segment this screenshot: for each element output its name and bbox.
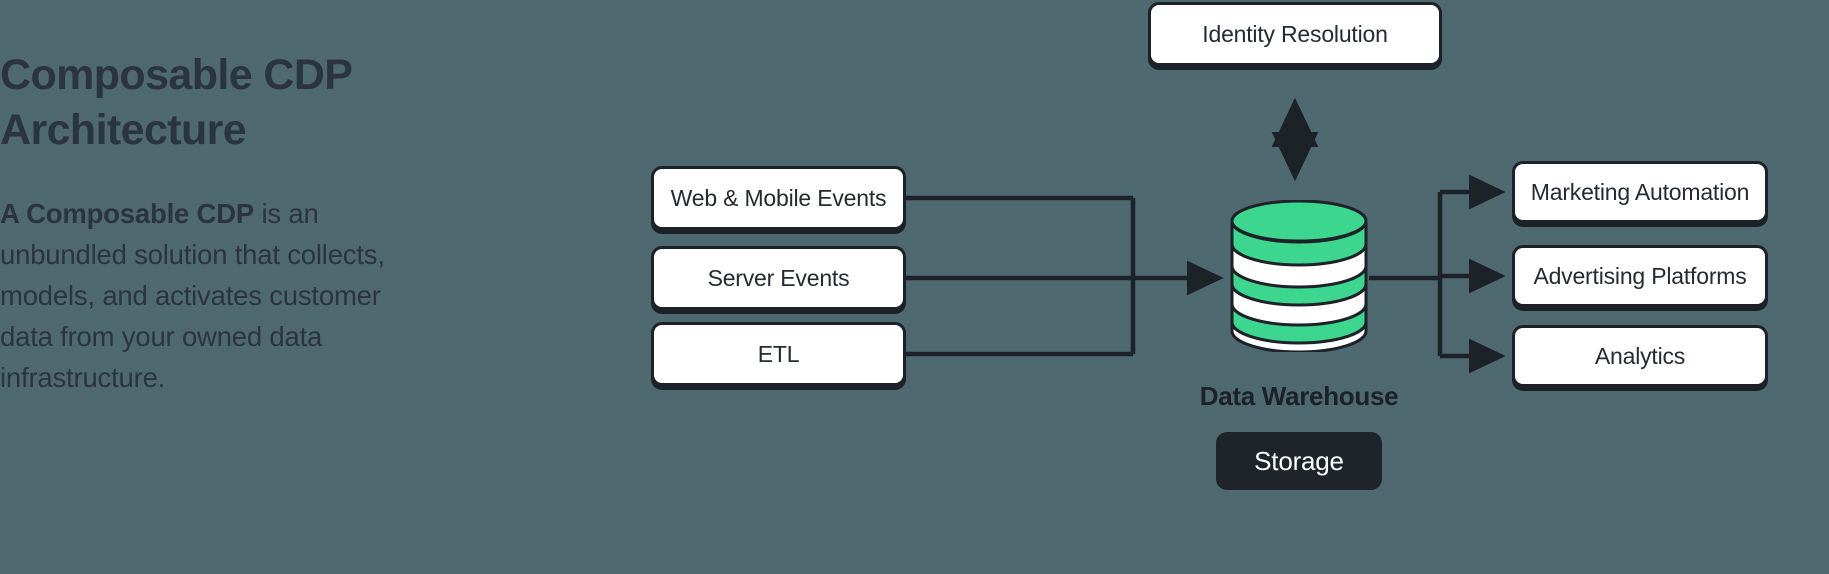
intro-paragraph-rest: is an unbundled solution that collects, …: [0, 198, 385, 393]
warehouse-caption: Data Warehouse: [1199, 381, 1399, 411]
intro-paragraph-lead: A Composable CDP: [0, 198, 255, 230]
source-node-label: Server Events: [707, 264, 850, 291]
storage-badge: Storage: [1216, 432, 1382, 490]
source-node-label: Web & Mobile Events: [670, 184, 887, 211]
intro-copy-block: Composable CDP Architecture A Composable…: [0, 48, 440, 399]
destination-node-analytics[interactable]: Analytics: [1512, 325, 1768, 387]
destination-node-advertising-platforms[interactable]: Advertising Platforms: [1512, 245, 1768, 307]
database-cylinder-icon: [1229, 200, 1369, 352]
source-node-web-mobile-events[interactable]: Web & Mobile Events: [651, 166, 906, 230]
storage-badge-label: Storage: [1254, 445, 1344, 476]
source-node-label: ETL: [757, 340, 800, 367]
intro-paragraph: A Composable CDP is an unbundled solutio…: [0, 194, 440, 399]
identity-resolution-node[interactable]: Identity Resolution: [1148, 2, 1442, 66]
identity-resolution-label: Identity Resolution: [1202, 20, 1388, 47]
destination-node-marketing-automation[interactable]: Marketing Automation: [1512, 161, 1768, 223]
page-title: Composable CDP Architecture: [0, 51, 353, 155]
destination-node-label: Analytics: [1594, 342, 1686, 369]
destination-node-label: Marketing Automation: [1530, 178, 1750, 205]
source-node-server-events[interactable]: Server Events: [651, 246, 906, 310]
source-node-etl[interactable]: ETL: [651, 322, 906, 386]
destination-node-label: Advertising Platforms: [1533, 262, 1747, 289]
